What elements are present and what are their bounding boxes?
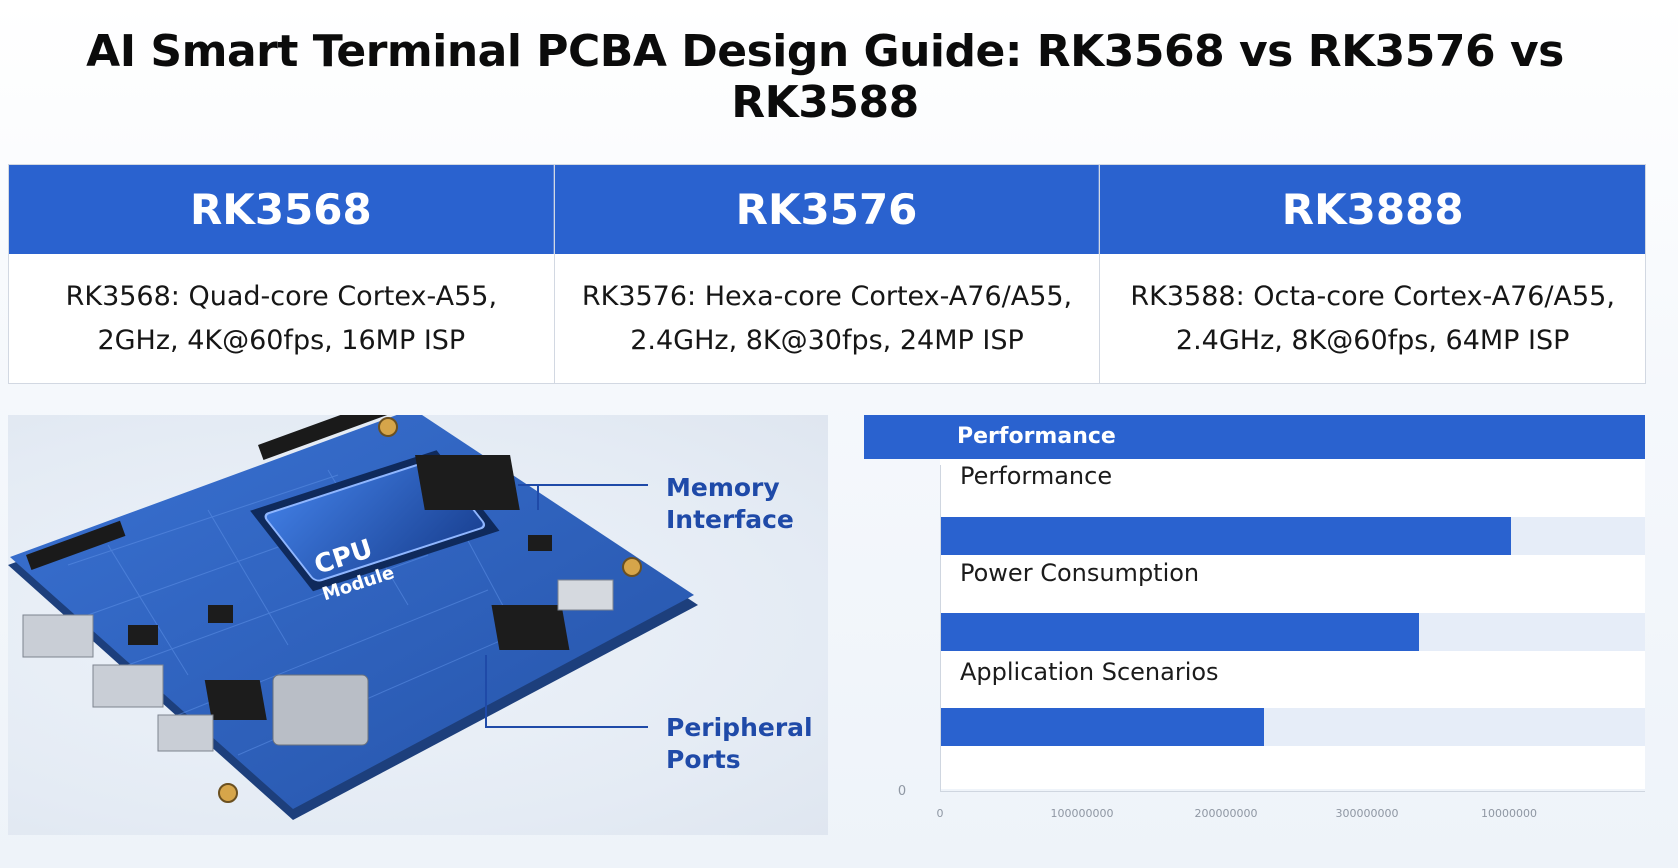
chip-spec-line: 2.4GHz, 8K@60fps, 64MP ISP <box>1175 324 1570 356</box>
ic-chip <box>528 535 552 551</box>
chip-spec-line: RK3568: Quad-core Cortex-A55, <box>65 280 498 312</box>
chip-spec-line: 2GHz, 4K@60fps, 16MP ISP <box>97 324 466 356</box>
page-title: AI Smart Terminal PCBA Design Guide: RK3… <box>86 26 1564 128</box>
pcb-surface <box>10 415 694 809</box>
ethernet-port <box>272 674 369 746</box>
chip-comparison-table: RK3568 RK3568: Quad-core Cortex-A55, 2GH… <box>8 164 1646 384</box>
memory-interface-callout: Memory Interface <box>666 472 794 536</box>
ic-chip <box>208 605 233 623</box>
bar-category-label: Application Scenarios <box>960 658 1219 686</box>
y-origin-label: 0 <box>897 784 907 799</box>
bar <box>940 613 1419 651</box>
chart-title: Performance <box>864 415 1645 459</box>
bar-category-label: Power Consumption <box>960 559 1200 587</box>
usb-port <box>22 614 94 658</box>
chip-spec-line: RK3588: Octa-core Cortex-A76/A55, <box>1130 280 1615 312</box>
callout-line: Memory <box>666 473 780 502</box>
comparison-column-1: RK3568 RK3568: Quad-core Cortex-A55, 2GH… <box>9 165 555 383</box>
x-tick-label: 300000000 <box>1335 807 1399 820</box>
x-axis-line <box>940 791 1645 792</box>
x-tick-label: 10000000 <box>1481 807 1537 820</box>
memory-chip <box>415 455 520 510</box>
comparison-column-2: RK3576 RK3576: Hexa-core Cortex-A76/A55,… <box>554 165 1101 383</box>
ports-callout-line <box>485 655 648 728</box>
ic-chip <box>128 625 158 645</box>
chip-spec-cell: RK3576: Hexa-core Cortex-A76/A55, 2.4GHz… <box>555 254 1100 383</box>
usb-port <box>92 664 164 708</box>
chip-name-header: RK3888 <box>1100 165 1646 254</box>
comparison-column-3: RK3888 RK3588: Octa-core Cortex-A76/A55,… <box>1100 165 1646 383</box>
ic-chip <box>204 680 267 720</box>
bar-track <box>940 613 1645 651</box>
chip-spec-cell: RK3588: Octa-core Cortex-A76/A55, 2.4GHz… <box>1100 254 1645 383</box>
peripheral-ports-callout: Peripheral Ports <box>666 712 813 776</box>
ic-chip <box>491 605 570 650</box>
pin-header <box>25 520 126 571</box>
mount-hole <box>378 417 398 437</box>
bar-track <box>940 517 1645 555</box>
chip-spec-cell: RK3568: Quad-core Cortex-A55, 2GHz, 4K@6… <box>9 254 554 383</box>
mount-hole <box>622 557 642 577</box>
bar-category-label: Performance <box>960 462 1113 490</box>
chip-spec-line: RK3576: Hexa-core Cortex-A76/A55, <box>581 280 1073 312</box>
bar-track <box>940 708 1645 746</box>
x-tick-label: 200000000 <box>1194 807 1258 820</box>
hdmi-port <box>157 714 214 752</box>
pin-header <box>258 415 405 461</box>
chip-name-header: RK3576 <box>554 165 1100 254</box>
callout-line: Ports <box>666 745 741 774</box>
callout-line: Interface <box>666 505 794 534</box>
callout-line: Peripheral <box>666 713 813 742</box>
mount-hole <box>218 783 238 803</box>
x-tick-label: 0 <box>936 807 944 820</box>
y-axis-line <box>940 465 941 791</box>
x-tick-label: 100000000 <box>1050 807 1114 820</box>
pcb-board-illustration: CPU Module Memory <box>8 415 828 835</box>
pcb-board-graphic: CPU Module <box>8 415 698 820</box>
chip-spec-line: 2.4GHz, 8K@30fps, 24MP ISP <box>630 324 1024 356</box>
bar <box>940 517 1511 555</box>
bar <box>940 708 1264 746</box>
chip-name-header: RK3568 <box>9 165 554 254</box>
sd-slot <box>557 579 614 611</box>
